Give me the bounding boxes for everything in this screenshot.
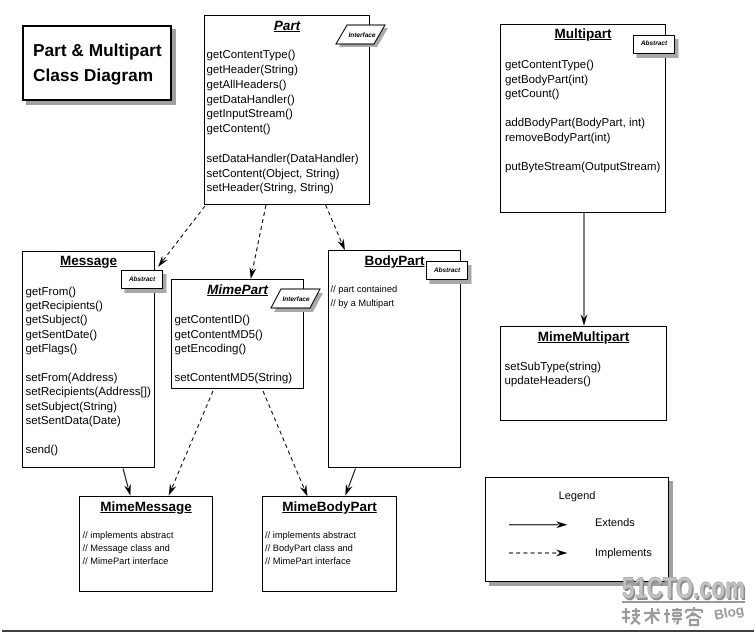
svg-text:Interface: Interface — [282, 296, 309, 303]
svg-text:Interface: Interface — [348, 32, 375, 39]
